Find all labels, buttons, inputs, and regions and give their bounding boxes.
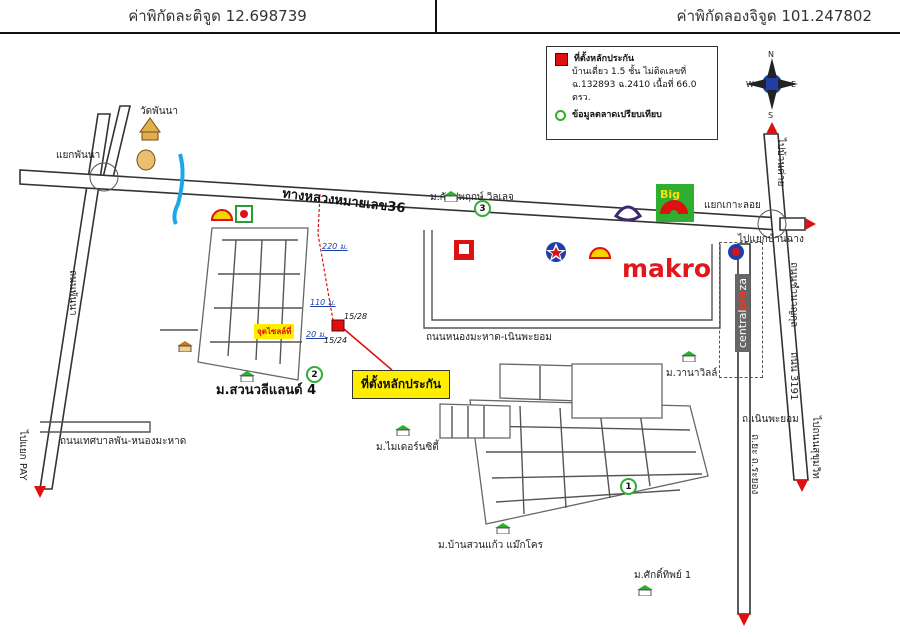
legend-desc-2: ฉ.132893 ฉ.2410 เนื้อที่ 66.0 ตรว. (572, 80, 697, 103)
legend-desc-1: บ้านเดี่ยว 1.5 ชั้น ไม่ติดเลขที่ (572, 67, 687, 77)
arrow-icon (738, 614, 750, 626)
route-to-collateral (317, 193, 335, 327)
junction-left (89, 162, 119, 192)
distance-20: 20 ม. (306, 330, 327, 339)
road-bottom-left (40, 421, 151, 433)
temple-icon (139, 117, 161, 141)
road-mid (423, 230, 721, 329)
compass-s: S (768, 111, 774, 120)
big-c-text: Big (660, 188, 681, 201)
big-c-logo (656, 184, 694, 222)
comparable-marker-3: 3 (474, 200, 491, 217)
house-icon (177, 341, 193, 352)
distance-15-28: 15/28 (344, 312, 368, 321)
compass-icon (746, 58, 798, 110)
temple-icon (136, 149, 156, 171)
village-block-left (197, 227, 309, 381)
house-icon (395, 425, 411, 436)
label-road-3191: ถนน 3191 (788, 352, 799, 401)
caltex-icon (546, 242, 566, 262)
label-junction-right: แยกเกาะลอย (704, 200, 761, 211)
label-soi-noenphayom: ถ.เนินพะยอม (742, 414, 799, 425)
shell-icon (588, 247, 612, 259)
road-mid-inner (431, 230, 713, 321)
legend-comparables: ข้อมูลตลาดเปรียบเทียบ (555, 109, 709, 122)
comparable-swatch (555, 110, 566, 121)
distance-15-24: 15/24 (324, 336, 348, 345)
label-to-chonburi: ไปบ้านค่าย (775, 138, 786, 187)
label-spot: จุดไซลล์ที่ (254, 324, 295, 339)
label-village-bottom: ม.บ้านสวนแก้ว แม๊กโคร (438, 540, 543, 551)
makro-logo: makro (622, 254, 712, 283)
comparable-marker-1: 1 (620, 478, 637, 495)
label-to-sukhumvit: ไปถนนสุขุมวิท (810, 416, 821, 479)
house-icon (681, 351, 697, 362)
distance-220: 220 ม. (322, 242, 348, 251)
arrow-icon (766, 122, 778, 134)
label-to-bankhai: ไปแยกบ้านฉาง (738, 234, 804, 245)
longitude-value: ค่าพิกัดลองจิจูด 101.247802 (676, 7, 872, 25)
road-left-vertical (39, 113, 111, 490)
label-to-pattaya: ไปแยก PAY (17, 430, 28, 481)
collateral-swatch (555, 53, 568, 66)
label-village-bottom-right: ม.ศักดิ์ทิพย์ 1 (634, 570, 692, 581)
comparable-marker-2: 2 (306, 366, 323, 383)
legend-collateral: ที่ตั้งหลักประกัน (555, 53, 709, 66)
location-map: N S E W ที่ตั้งหลักประกัน บ้านเดี่ยว 1.5… (0, 34, 900, 637)
collateral-marker (331, 319, 345, 332)
label-road-mid: ถนนหนองมะหาด-เนินพะยอม (426, 332, 552, 343)
central-plaza-logo: centralplaza (735, 273, 750, 352)
house-icon (239, 371, 255, 382)
river (172, 153, 185, 225)
compass-w: W (746, 80, 754, 89)
road-right-out (779, 217, 806, 231)
distance-110: 110 ม. (310, 298, 336, 307)
latitude-value: ค่าพิกัดละติจูด 12.698739 (0, 0, 437, 32)
label-temple: วัดพันนา (140, 106, 178, 117)
label-village-top: ม.กัลปพฤกษ์ วิลเลจ (430, 192, 514, 203)
ptt-icon (728, 244, 744, 260)
label-road-left: ถนนพันนา (67, 270, 78, 316)
label-junction-left: แยกพันนา (56, 150, 101, 161)
village-block-right (571, 363, 663, 419)
ptt-icon (235, 205, 253, 223)
label-road-bottom-left: ถนนเทศบาลพัน-หนองมะหาด (60, 436, 187, 447)
village-block-lowleft (439, 403, 511, 439)
compass-e: E (791, 80, 797, 89)
pin-pointer (337, 323, 393, 371)
coordinate-header: ค่าพิกัดละติจูด 12.698739 ค่าพิกัดลองจิจ… (0, 0, 900, 34)
label-village-center: ม.ไมเดอร์นซิตี้ (376, 442, 439, 453)
label-village-right: ม.วานาวิลล์ (666, 368, 718, 379)
scb-icon (613, 205, 643, 222)
compass-n: N (768, 50, 774, 59)
collateral-pin-label: ที่ตั้งหลักประกัน (352, 370, 451, 399)
house-icon (637, 585, 653, 596)
map-legend: ที่ตั้งหลักประกัน บ้านเดี่ยว 1.5 ชั้น ไม… (546, 46, 718, 140)
central-plaza-area (719, 242, 763, 378)
house-icon (495, 523, 511, 534)
junction-right (757, 209, 787, 239)
arrow-icon (796, 480, 808, 492)
arrow-icon (34, 486, 46, 498)
label-village-left: ม.สวนวลีแลนด์ 4 (216, 383, 317, 398)
arrow-icon (805, 218, 816, 230)
label-road-right: ถนนชำนาญกุล (788, 262, 799, 328)
house-icon (443, 191, 459, 202)
shell-icon (210, 209, 234, 221)
hr-icon (454, 240, 474, 260)
label-road-lower: ถ.ยะ ถ.ระยอง (749, 434, 760, 495)
